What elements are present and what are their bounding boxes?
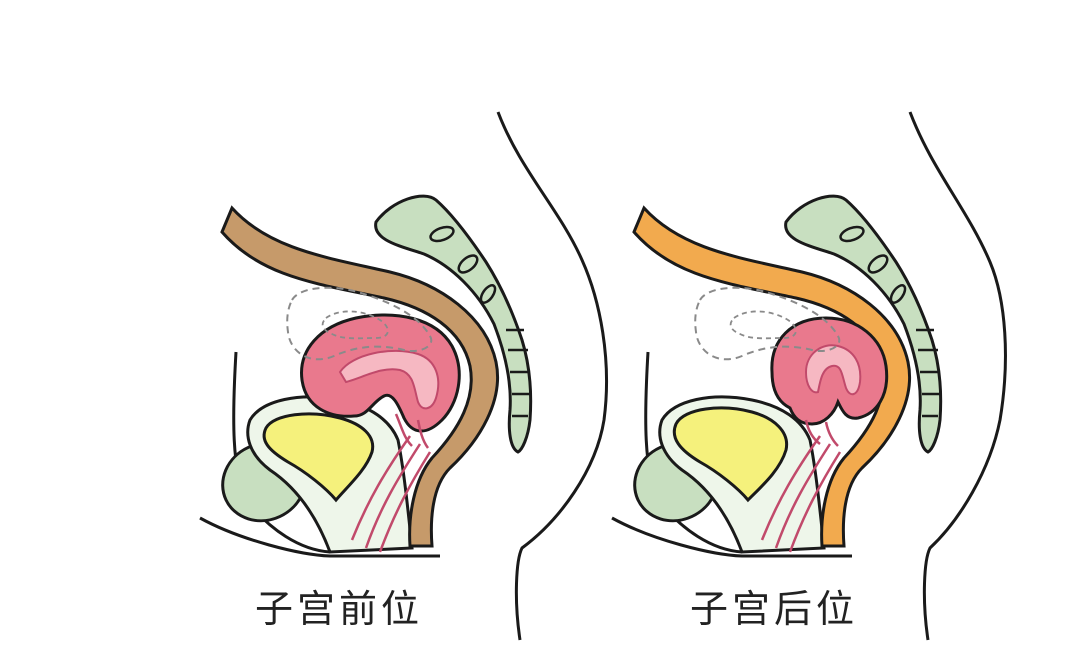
sacral-foramen	[457, 254, 479, 274]
perineum-line	[199, 516, 440, 558]
sacral-foramen	[479, 284, 497, 304]
coccyx-segments	[506, 328, 530, 418]
dashed-outline-outer	[694, 286, 841, 361]
bladder	[262, 412, 375, 503]
body-contour-back	[908, 111, 1007, 641]
panel-anteverted	[199, 111, 609, 641]
uterine-cavity	[804, 344, 862, 396]
sacral-foramen	[839, 225, 865, 243]
sacral-foramen	[867, 254, 889, 274]
uterine-cavity	[338, 349, 440, 410]
bladder	[672, 406, 789, 503]
cervix	[804, 419, 839, 447]
sacral-foramen	[889, 284, 907, 304]
sacrum	[374, 194, 533, 454]
panel-retroverted	[611, 111, 1007, 641]
rectum	[632, 205, 911, 548]
body-contour-back	[496, 111, 609, 641]
rectum	[220, 205, 499, 548]
vaginal-canal	[760, 435, 842, 553]
sacral-foramen	[429, 225, 455, 243]
perineum-line	[611, 516, 852, 558]
dashed-outline-inner	[321, 310, 389, 340]
vaginal-canal	[350, 435, 432, 553]
dashed-outline-inner	[729, 310, 797, 340]
sacrum	[784, 194, 943, 454]
uterus	[770, 316, 889, 426]
cervix	[394, 413, 430, 449]
coccyx-segments	[916, 328, 940, 418]
dashed-outline-outer	[286, 286, 433, 361]
caption-anteverted: 子宫前位	[255, 587, 424, 631]
caption-retroverted: 子宫后位	[690, 587, 859, 631]
